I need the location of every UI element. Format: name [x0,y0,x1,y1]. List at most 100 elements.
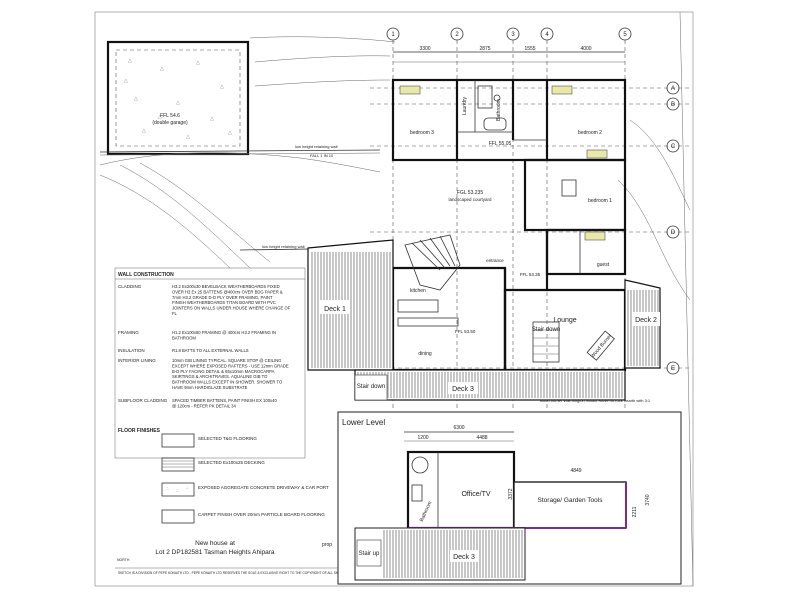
garage-label: (double garage) [152,120,188,126]
grid-2: 2 [455,32,459,38]
wall-construction-table: WALL CONSTRUCTION CLADDING H3.2 Ex200x30 … [114,267,306,459]
deck-1: Deck 1 [307,239,394,371]
grid-bubbles: 1 2 3 4 5 A B C D E [386,27,680,375]
deck1-label: Deck 1 [324,306,346,313]
room-laundry: Laundry [462,96,468,115]
ll-dim-c: 4849 [570,468,581,474]
wc-label-0: CLADDING [118,284,142,289]
courtyard-label: landscaped courtyard [448,197,492,202]
svg-text:△: △ [210,116,214,122]
deck2-label: Deck 2 [635,317,657,324]
wc-label-1: FRAMING [118,330,139,335]
retaining-label-1: low height retaining wall [295,144,338,149]
retaining-label-2: low height retaining wall [262,244,305,249]
svg-text:△: △ [220,84,224,90]
stair-down-label: Stair down [532,327,560,333]
ll-stair-up-label: Stair up [359,551,380,557]
grid-3: 3 [511,32,515,38]
grid-a: A [671,86,675,92]
ll-office-label: Office/TV [461,491,490,498]
wc-text-0: H3.2 Ex200x30 BEVELBACK WEATHERBOARDS FI… [172,284,291,316]
room-kitchen: kitchen [410,288,426,294]
grid-1: 1 [391,32,395,38]
svg-text:△: △ [160,66,164,72]
room-dining: dining [418,351,432,357]
garage: △ △ △ △ △ △ △ △ △ △ △ △ FFL 54.6 (double garage) [106,40,250,156]
svg-text:∴: ∴ [166,486,169,491]
dim-2875: 2875 [479,46,490,52]
room-bedroom1: bedroom 1 [588,198,612,204]
room-bedroom3: bedroom 3 [410,130,434,136]
dim-3300: 3300 [419,46,430,52]
room-bathroom: Bathroom [496,99,502,121]
room-bedroom2: bedroom 2 [578,130,602,136]
fall-label: FALL 1 IN 10 [310,153,334,158]
north-label: NORTH [117,558,130,562]
lower-level-inset: Lower Level 6300 1200 4488 4849 3372 374… [337,411,682,585]
grid-5: 5 [623,32,627,38]
ffl-5335: FFL 53.35 [520,272,541,277]
wc-text-3: 10mm GIB LINING TYPICAL. SQUARE STOP @ C… [172,358,289,390]
contour-lines [99,36,691,301]
room-lounge: Lounge [553,317,576,324]
wc-text-1: H1.2 Ex100x50 FRAMING @ 400crs H3.2 FRAM… [172,330,276,340]
room-guest: guest [597,262,610,268]
deck-3: Deck 3 Stair down [354,369,626,401]
sheet-border [94,11,694,587]
wc-text-2: R1.8 BATTS TO ALL EXTERNAL WALLS [172,348,249,353]
top-dimensions: 3300 2875 1555 4000 [393,46,625,63]
wc-label-4: SUBFLOOR CLADDING [118,398,168,403]
fgl-level: FGL 53.235 [457,190,483,196]
title-line-1: New house at [195,540,235,547]
grid-b: B [671,102,675,108]
floor-finishes-title: FLOOR FINISHES [118,428,161,434]
ffl-main: FFL 55.05 [489,141,512,147]
wc-label-3: INTERIOR LINING [118,358,156,363]
ll-dim-e: 3740 [645,494,651,505]
title-block: New house at Lot 2 DP182581 Tasman Heigh… [115,540,366,575]
finish-2: SELECTED Ex100x25 DECKING [198,460,265,465]
grid-4: 4 [545,32,549,38]
wc-label-2: INSULATION [118,348,145,353]
deck3-label: Deck 3 [452,386,474,393]
svg-text:△: △ [134,96,138,102]
grid-c: C [671,144,676,150]
finish-1: SELECTED T&G FLOORING [198,436,257,441]
ll-dim-b: 4488 [476,435,487,441]
svg-text:△: △ [186,134,190,140]
title-line-2: Lot 2 DP182581 Tasman Heights Ahipara [155,549,275,556]
ll-dim-a: 1200 [417,435,428,441]
svg-text:△: △ [128,58,132,64]
ll-dim-overall: 6300 [453,425,464,431]
svg-text:△: △ [124,78,128,84]
title-footer: SKETCH IS A DIVISION OF PEPE KONAITH LTD… [118,571,366,575]
svg-text:△: △ [142,128,146,134]
ffl-5350: FFL 53.50 [455,329,476,334]
ll-storage-label: Storage/ Garden Tools [538,497,604,504]
finish-3: EXPOSED AGGREGATE CONCRETE DRIVEWAY & CA… [198,485,329,490]
finish-4: CARPET FINISH OVER 20mm PARTICLE BOARD F… [198,512,325,517]
garage-ffl: FFL 54.6 [160,113,180,119]
svg-text:△: △ [176,100,180,106]
svg-text:△: △ [228,130,232,136]
dim-4000: 4000 [580,46,591,52]
prop-label: prop [322,542,332,548]
grid-e: E [671,366,675,372]
svg-text:∴: ∴ [186,485,189,490]
entrance-label: entrance [486,258,504,263]
ll-dim-d: 3372 [508,488,514,499]
svg-text:△: △ [158,114,162,120]
lower-level-title: Lower Level [342,418,385,427]
wc-text-4: SPACED TIMBER BATTENS, PAINT FINISH EX 1… [172,398,277,408]
floor-finishes: FLOOR FINISHES SELECTED T&G FLOORING SEL… [118,428,329,524]
wall-construction-title: WALL CONSTRUCTION [118,272,174,278]
deck-2: Deck 2 [624,279,661,369]
svg-text:∴: ∴ [176,488,179,493]
ll-dim-f: 2211 [632,506,638,517]
ll-deck3-label: Deck 3 [453,554,475,561]
grid-d: D [671,230,676,236]
stair-down-2-label: Stair down [357,384,385,390]
svg-text:△: △ [196,60,200,66]
dim-1555: 1555 [524,46,535,52]
